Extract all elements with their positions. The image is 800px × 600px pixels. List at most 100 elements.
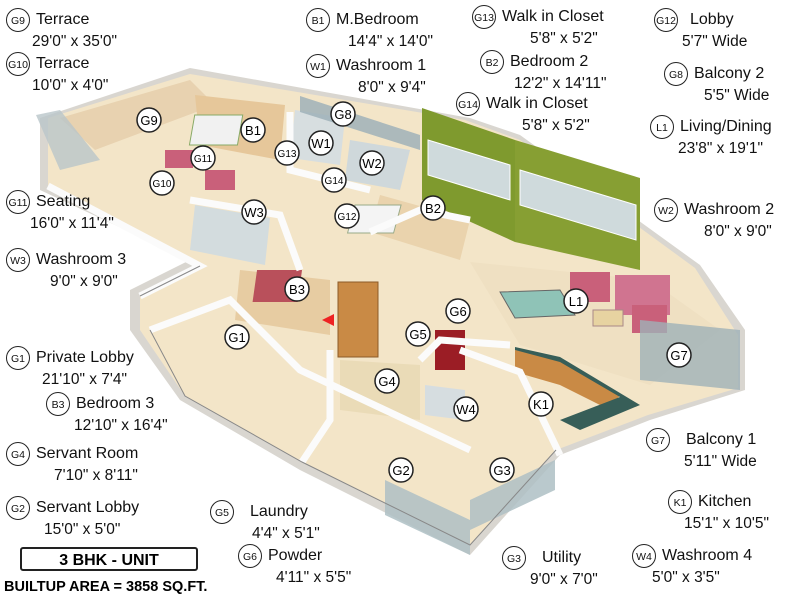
- legend-code: G12: [654, 8, 678, 32]
- legend-name: Utility: [542, 549, 582, 566]
- marker-g14: G14: [321, 167, 347, 193]
- legend-name: Lobby: [690, 11, 734, 28]
- marker-g13: G13: [274, 140, 300, 166]
- svg-text:G5: G5: [409, 327, 426, 342]
- legend-g14: G14 Walk in Closet 5'8" x 5'2": [456, 92, 590, 136]
- plan-markers: G9 B1 G8 W1 G13 W2 G11 G14 G10 B2 W3 G12…: [136, 101, 692, 483]
- svg-text:W4: W4: [456, 402, 476, 417]
- bedroom-3-door: [337, 281, 379, 358]
- legend-dim: 8'0" x 9'0": [704, 223, 772, 240]
- kitchen-counter-top: [515, 347, 640, 430]
- legend-dim: 9'0" x 7'0": [530, 571, 598, 588]
- marker-w3: W3: [241, 199, 267, 225]
- marker-g3: G3: [489, 457, 515, 483]
- svg-text:G14: G14: [325, 176, 344, 187]
- marker-g8: G8: [330, 101, 356, 127]
- legend-dim: 4'11" x 5'5": [276, 569, 352, 586]
- legend-name: Laundry: [250, 503, 308, 520]
- legend-name: Bedroom 2: [510, 53, 589, 70]
- svg-text:B3: B3: [289, 282, 305, 297]
- legend-dim: 16'0" x 11'4": [30, 215, 114, 232]
- legend-dim: 14'4" x 14'0": [348, 33, 434, 50]
- legend-dim: 5'8" x 5'2": [530, 30, 598, 47]
- svg-text:W3: W3: [244, 205, 264, 220]
- servant-lobby-railing: [385, 480, 470, 555]
- svg-text:B1: B1: [245, 123, 261, 138]
- legend-dim: 5'5" Wide: [704, 87, 770, 104]
- svg-text:K1: K1: [533, 397, 549, 412]
- legend-dim: 9'0" x 9'0": [50, 273, 118, 290]
- legend-name: M.Bedroom: [336, 11, 419, 28]
- legend-dim: 21'10" x 7'4": [42, 371, 128, 388]
- legend-code: W2: [654, 198, 678, 222]
- legend-name: Washroom 3: [36, 251, 127, 268]
- legend-code: G6: [238, 544, 262, 568]
- legend-code: G13: [472, 5, 496, 29]
- marker-g12: G12: [334, 203, 360, 229]
- legend-name: Servant Room: [36, 445, 139, 462]
- svg-text:G4: G4: [378, 374, 395, 389]
- legend-name: Private Lobby: [36, 349, 134, 366]
- svg-text:W1: W1: [311, 136, 331, 151]
- legend-w2: W2 Washroom 2 8'0" x 9'0": [654, 198, 774, 242]
- utility-railing: [470, 460, 555, 530]
- legend-name: Balcony 1: [686, 431, 757, 448]
- seating-sofa-2: [205, 170, 235, 190]
- legend-dim: 12'2" x 14'11": [514, 75, 607, 92]
- legend-code: G14: [456, 92, 480, 116]
- marker-w1: W1: [308, 130, 334, 156]
- coffee-table: [592, 309, 624, 327]
- legend-dim: 12'10" x 16'4": [74, 417, 168, 434]
- svg-text:B2: B2: [425, 201, 441, 216]
- wall-edges: [139, 265, 557, 546]
- legend-code: K1: [668, 490, 692, 514]
- master-bed: [188, 114, 244, 146]
- marker-b2: B2: [420, 195, 446, 221]
- marker-g2: G2: [388, 457, 414, 483]
- balcony-2-glass: [300, 96, 420, 150]
- svg-text:W2: W2: [362, 156, 382, 171]
- legend-code: B3: [46, 392, 70, 416]
- legend-name: Walk in Closet: [486, 95, 588, 112]
- svg-text:G7: G7: [670, 348, 687, 363]
- marker-w2: W2: [359, 150, 385, 176]
- legend-name: Kitchen: [698, 493, 752, 510]
- legend-dim: 7'10" x 8'11": [54, 467, 138, 484]
- marker-w4: W4: [453, 396, 479, 422]
- legend-code: G8: [664, 62, 688, 86]
- legend-code: W1: [306, 54, 330, 78]
- builtup-area-label: BUILTUP AREA = 3858 SQ.FT.: [4, 579, 208, 595]
- legend-name: Washroom 2: [684, 201, 775, 218]
- legend-name: Seating: [36, 193, 91, 210]
- legend-g13: G13 Walk in Closet 5'8" x 5'2": [472, 5, 604, 49]
- svg-text:G1: G1: [228, 330, 245, 345]
- entry-arrow: [322, 314, 334, 326]
- svg-text:G10: G10: [153, 179, 172, 190]
- legend-dim: 8'0" x 9'4": [358, 79, 426, 96]
- legend-dim: 5'8" x 5'2": [522, 117, 590, 134]
- svg-text:G6: G6: [449, 304, 466, 319]
- svg-text:G2: G2: [392, 463, 409, 478]
- marker-k1: K1: [528, 391, 554, 417]
- svg-text:G3: G3: [493, 463, 510, 478]
- legend-dim: 23'8" x 19'1": [678, 140, 764, 157]
- legend-dim: 5'11" Wide: [684, 453, 757, 470]
- seating-sofa-1: [165, 150, 193, 168]
- legend-code: G3: [502, 546, 526, 570]
- marker-g10: G10: [149, 170, 175, 196]
- legend-name: Walk in Closet: [502, 8, 604, 25]
